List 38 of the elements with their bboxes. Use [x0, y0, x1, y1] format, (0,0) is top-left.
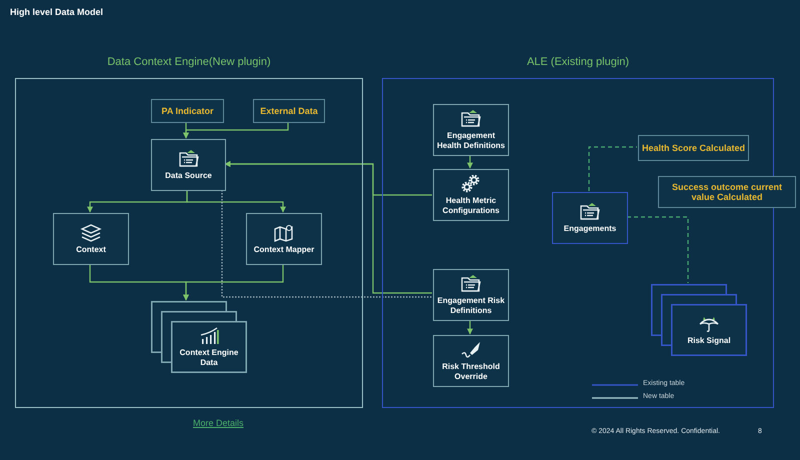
- node-label: Risk Signal: [686, 336, 732, 346]
- connector-arrow: [183, 264, 284, 301]
- connector-arrow: [467, 155, 473, 169]
- note-box: [638, 135, 749, 161]
- stacked-table-cards: [151, 301, 247, 373]
- node-label: Success outcome current value Calculated: [670, 182, 784, 202]
- node-label: PA Indicator: [160, 106, 214, 116]
- group-heading: ALE (Existing plugin): [526, 56, 630, 68]
- node-label: Engagements: [562, 224, 618, 234]
- node-label: Context Mapper: [252, 244, 316, 254]
- stacked-table-cards: [651, 284, 747, 356]
- table-box: [552, 192, 628, 244]
- note-box: [151, 99, 224, 123]
- note-box: [253, 99, 325, 123]
- connector-arrow: [224, 161, 432, 294]
- note-box: [658, 176, 796, 208]
- node-label: External Data: [259, 106, 319, 116]
- connector-arrow: [186, 190, 286, 213]
- group-heading: Data Context Engine(New plugin): [106, 56, 272, 68]
- table-box: [433, 169, 509, 221]
- node-label: Engagement Risk Definitions: [436, 296, 506, 315]
- node-label: Context: [75, 244, 107, 254]
- table-box: [53, 213, 129, 265]
- table-box: [151, 139, 226, 191]
- details-link: More Details: [193, 418, 244, 428]
- node-label: Health Metric Configurations: [442, 196, 500, 215]
- table-box: [433, 335, 509, 387]
- connector-arrow: [467, 320, 473, 335]
- node-label: Risk Threshold Override: [441, 362, 501, 381]
- node-label: Health Score Calculated: [640, 142, 746, 154]
- table-box: [246, 213, 322, 265]
- node-label: Context Engine Data: [178, 348, 240, 367]
- slide-title: High level Data Model: [10, 7, 104, 17]
- node-label: Data Source: [164, 170, 213, 180]
- connector-arrow: [183, 122, 289, 139]
- node-label: Engagement Health Definitions: [436, 131, 506, 150]
- table-box: [433, 269, 509, 321]
- table-box: [433, 104, 509, 156]
